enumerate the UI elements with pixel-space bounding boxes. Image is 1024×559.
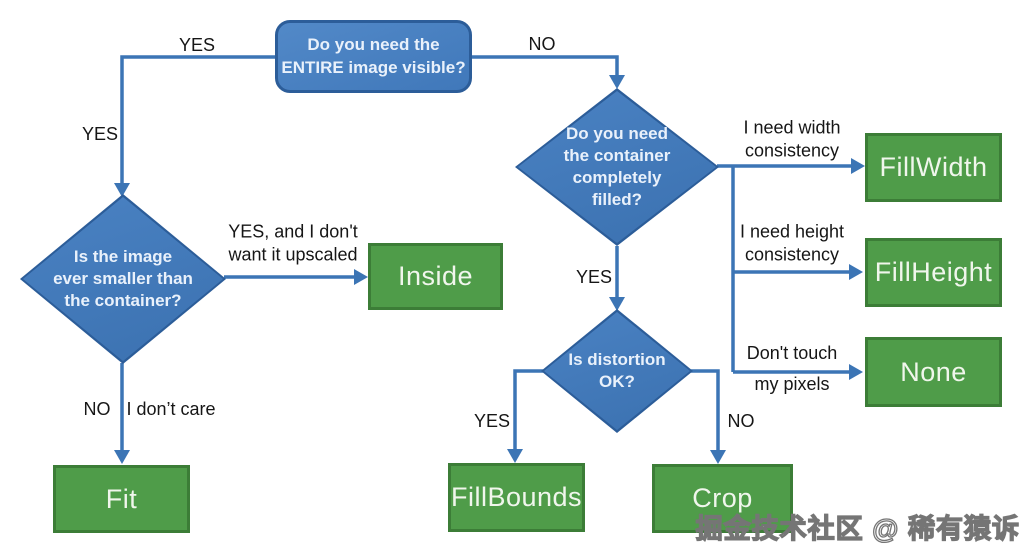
decision-distortion-ok-text: Is distortion OK? [568,349,666,391]
arrowhead-down-icon [114,183,130,197]
arrowhead-down-icon [609,297,625,311]
arrowhead-down-icon [710,450,726,464]
edge-distortion-crop-line [691,369,720,452]
watermark: 掘金技术社区 @ 稀有猿诉 [695,513,1020,544]
edge-label-top-no: NO [528,33,556,54]
edge-label-top-yes: YES [178,34,216,55]
edge-start-no-line [472,55,619,78]
result-none-text: None [900,356,967,387]
arrowhead-down-icon [507,449,523,463]
edge-label-fit-dont-care: I don’t care [126,398,216,419]
result-none: None [865,337,1002,407]
edge-label-inside-yes: YES, and I don't want it upscaled [228,221,358,265]
edge-label-crop-no: NO [727,410,755,431]
arrowhead-right-icon [354,269,368,285]
edge-label-dont-touch: Don't touch my pixels [746,343,838,394]
result-fillbounds: FillBounds [448,463,585,532]
arrowhead-right-icon [851,158,865,174]
result-fillbounds-text: FillBounds [450,482,583,512]
edge-label-left-yes: YES [81,123,119,144]
edge-label-filled-yes: YES [575,266,613,287]
result-fit: Fit [53,465,190,533]
result-fillwidth: FillWidth [865,133,1002,202]
edge-start-yes-line [120,55,275,186]
edge-distortion-fillbounds-line [513,369,543,452]
edge-label-fit-no: NO [83,398,111,419]
result-crop: Crop [652,464,793,533]
result-inside-text: Inside [397,261,474,291]
arrowhead-right-icon [849,264,863,280]
edge-label-width-consistency: I need width consistency [743,117,841,161]
result-fillheight-text: FillHeight [874,257,993,287]
decision-container-filled-text: Do you need the container completely fil… [563,123,671,210]
result-fillheight: FillHeight [865,238,1002,307]
edge-label-fillbounds-yes: YES [473,410,511,431]
result-fit-text: Fit [105,483,138,514]
decision-ever-smaller: Is the image ever smaller than the conta… [20,194,226,364]
arrowhead-right-icon [849,364,863,380]
decision-distortion-ok: Is distortion OK? [541,309,693,433]
arrowheads [114,75,865,464]
result-crop-text: Crop [692,483,753,513]
decision-ever-smaller-text: Is the image ever smaller than the conta… [53,246,193,311]
result-inside: Inside [368,243,503,310]
arrowhead-down-icon [114,450,130,464]
decision-entire-visible: Do you need the ENTIRE image visible? [275,20,472,93]
decision-entire-visible-text: Do you need the ENTIRE image visible? [281,35,466,77]
edge-label-height-consistency: I need height consistency [739,221,845,265]
result-fillwidth-text: FillWidth [879,152,988,182]
decision-container-filled: Do you need the container completely fil… [515,88,719,246]
arrowhead-down-icon [609,75,625,89]
